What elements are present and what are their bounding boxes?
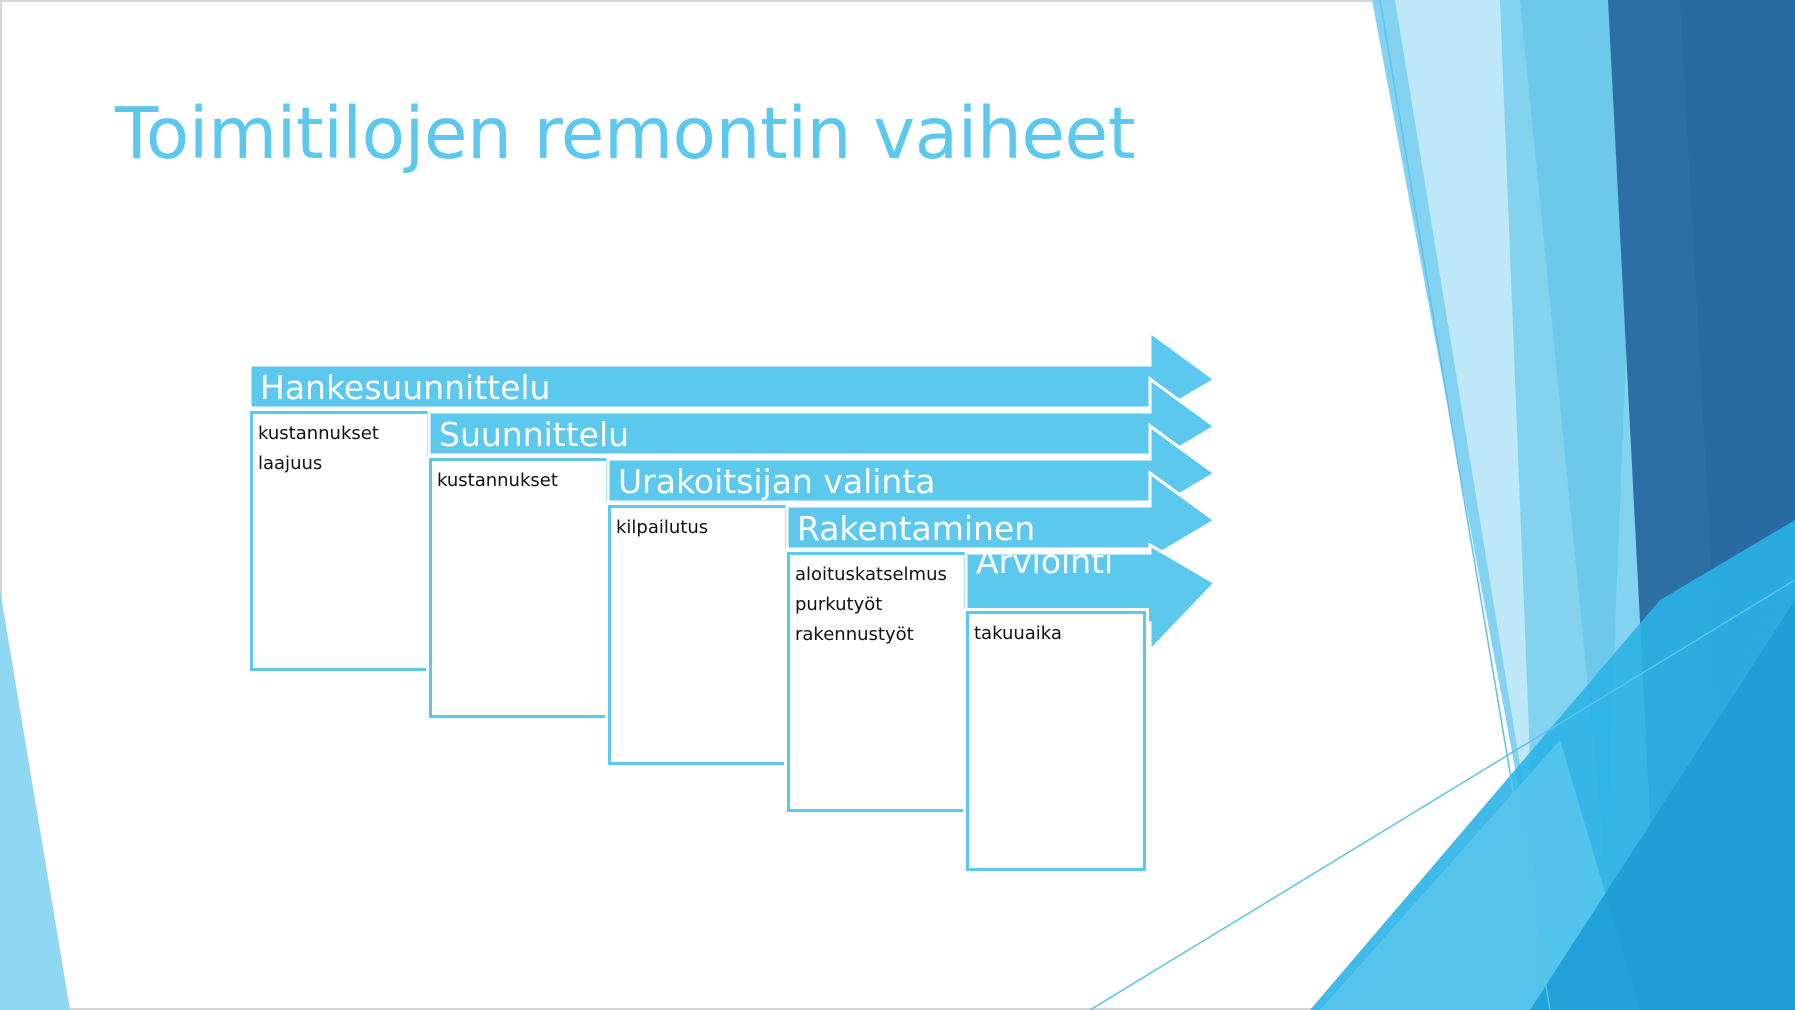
right-shape-blue [1530,600,1795,1010]
stage-arrow-shape [248,329,1218,421]
stage-label-3: Urakoitsijan valinta [618,462,936,501]
stage-item: rakennustyöt [795,624,914,645]
decor-line-1 [1379,0,1551,1010]
left-accent-shape [0,590,70,1010]
stage-label-2: Suunnittelu [439,415,630,454]
slide-title: Toimitilojen remontin vaiheet [115,92,1136,175]
stage-box-4: aloituskatselmus purkutyöt rakennustyöt [784,549,970,815]
stage-item: kilpailutus [616,517,709,538]
stage-label-5: Arviointi [976,542,1114,581]
stage-arrow-shape [427,376,1218,468]
stage-item: kustannukset [258,423,379,444]
stage-item: kustannukset [437,470,558,491]
right-shape-cyan-light [1320,740,1640,1010]
stage-box-2: kustannukset [426,455,612,721]
stage-label-4: Rakentaminen [797,509,1036,548]
decor-line-2 [1089,579,1795,1010]
stage-arrow-shape [606,423,1218,515]
stage-box-3: kilpailutus [605,502,791,768]
stage-item: purkutyöt [795,594,883,615]
stage-label-1: Hankesuunnittelu [260,368,551,407]
stage-item: aloituskatselmus [795,564,947,585]
stage-box-5: takuuaika [963,608,1149,874]
stage-item: laajuus [258,453,323,474]
stage-item: takuuaika [974,623,1062,644]
stage-arrow-shape [785,470,1218,562]
stage-box-1: kustannukset laajuus [247,408,433,674]
